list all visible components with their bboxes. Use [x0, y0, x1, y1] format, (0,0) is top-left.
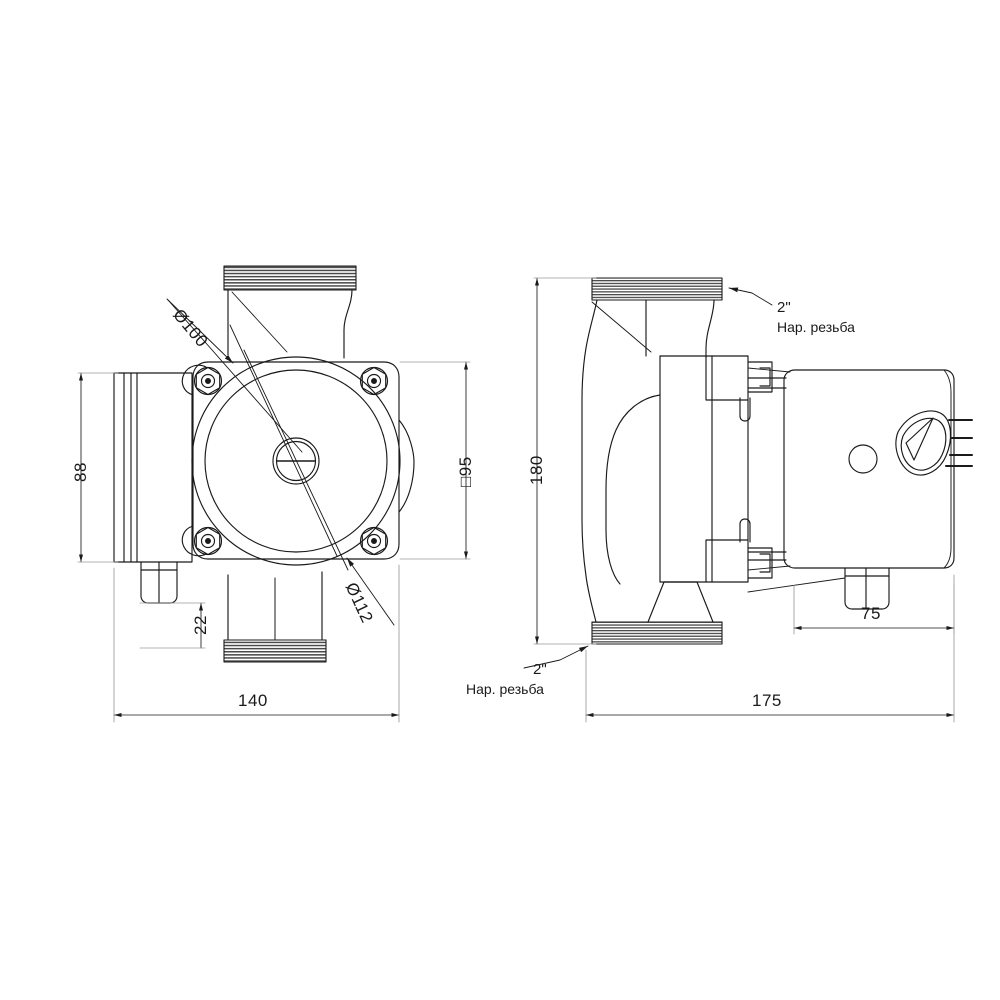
note-top-leader — [728, 287, 773, 306]
dimension-lines — [77, 277, 955, 723]
side-volute-body — [581, 347, 661, 585]
note-top-size: 2" — [777, 299, 791, 316]
dim-label-140: 140 — [238, 691, 268, 710]
front-top-port — [223, 265, 357, 359]
dim-75 — [793, 584, 955, 635]
note-bottom-text: Нар. резьба — [466, 681, 544, 697]
dim-88 — [77, 372, 119, 563]
side-terminal-box — [747, 367, 955, 610]
side-indicator-led — [848, 444, 878, 474]
dim-112-leader — [346, 557, 395, 626]
side-top-port — [585, 277, 723, 359]
front-flange-body — [181, 361, 415, 560]
dim-label-22: 22 — [191, 615, 210, 635]
front-bolt-bottom-right — [359, 526, 389, 556]
dim-95 — [399, 361, 471, 560]
front-bolt-top-left — [193, 366, 223, 396]
side-view-geometry — [581, 277, 973, 645]
front-bolt-top-right — [359, 366, 389, 396]
note-bottom-size: 2" — [533, 661, 547, 678]
front-view-geometry — [113, 265, 415, 663]
dim-22 — [139, 602, 206, 649]
side-bottom-port — [585, 575, 723, 645]
dim-label-180: 180 — [527, 455, 546, 485]
front-diameter-leaders — [167, 291, 349, 571]
dim-180 — [533, 277, 597, 645]
front-bottom-port — [223, 571, 327, 663]
dim-label-88: 88 — [71, 462, 90, 482]
dim-label-75: 75 — [861, 604, 881, 623]
note-top-text: Нар. резьба — [777, 319, 855, 335]
front-terminal-box — [113, 372, 193, 604]
dim-label-95: □95 — [456, 456, 475, 487]
note-bottom-leader — [523, 645, 589, 669]
side-selector-knob — [895, 410, 973, 476]
dim-100-leader — [166, 298, 234, 364]
front-bolt-bottom-left — [193, 526, 223, 556]
side-motor-housing — [659, 355, 773, 583]
dim-140 — [113, 564, 400, 723]
dim-label-175: 175 — [752, 691, 782, 710]
